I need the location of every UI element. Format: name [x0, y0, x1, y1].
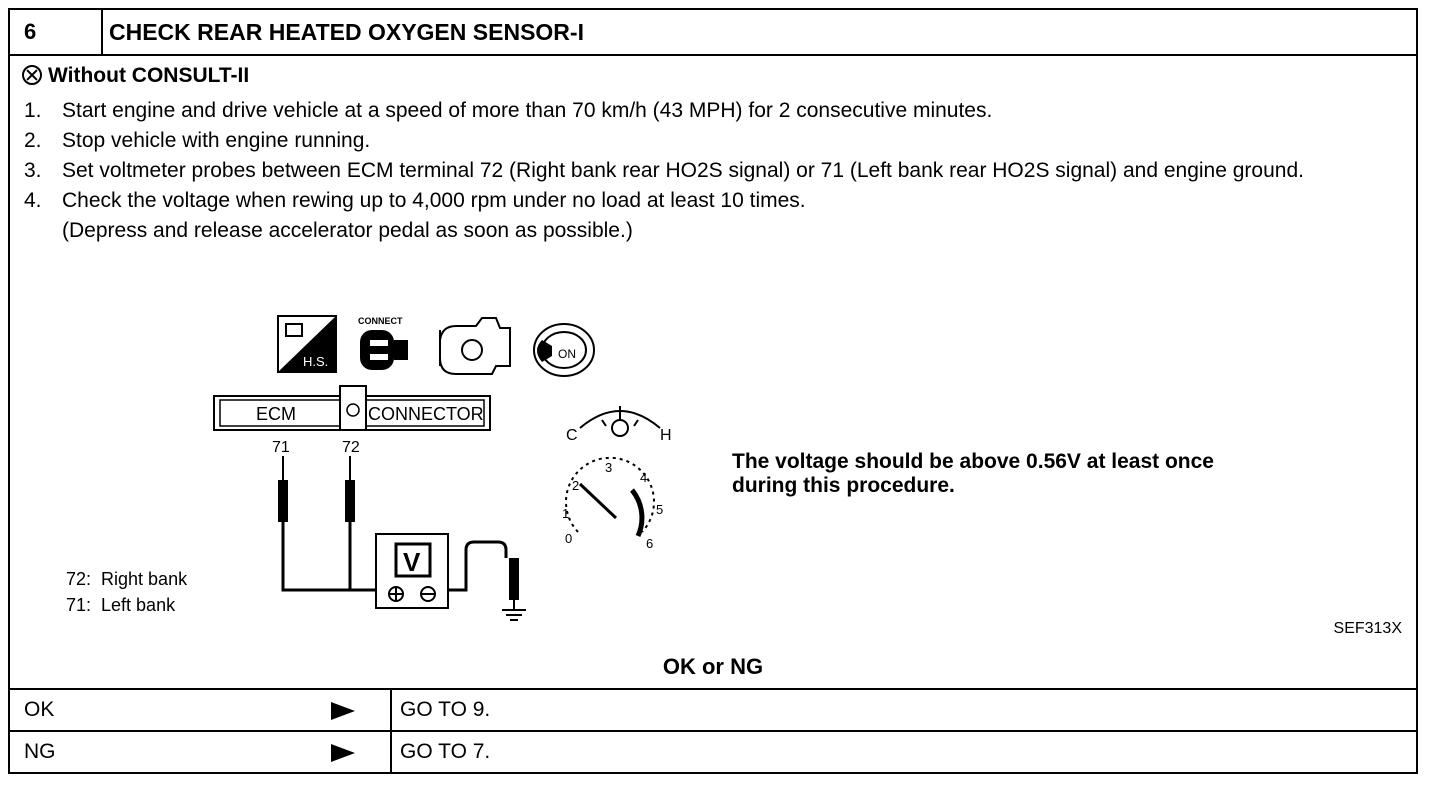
hs-icon: H.S.: [277, 315, 337, 373]
legend-item: 71: Left bank: [66, 595, 176, 615]
step-list: 1. Start engine and drive vehicle at a sp…: [24, 96, 1414, 246]
mode-label: Without CONSULT-II: [48, 64, 250, 87]
ok-or-ng-question: OK or NG: [662, 654, 764, 679]
step-num: 4.: [24, 189, 42, 212]
voltmeter-label: V: [403, 547, 421, 577]
outcome-action: GO TO 9.: [400, 698, 491, 721]
voltmeter: V: [375, 533, 449, 609]
connect-icon: CONNECT: [358, 316, 408, 370]
outcome-result: NG: [24, 740, 56, 763]
tachometer-icon: 0 1 2 3 4 5 6: [562, 456, 663, 551]
tach-tick: 1: [562, 506, 569, 521]
step-num: 3.: [24, 159, 42, 182]
ground-symbol: [502, 558, 526, 621]
terminal-72-label: 72: [342, 439, 360, 456]
tach-tick: 4: [640, 470, 647, 485]
step-text: Start engine and drive vehicle at a spee…: [62, 99, 993, 122]
mode-heading: Without CONSULT-II: [22, 64, 249, 88]
temp-cold-label: C: [566, 427, 578, 444]
hs-label: H.S.: [303, 354, 328, 369]
terminal-legend: 72: Right bank 71: Left bank: [66, 566, 187, 618]
list-item: 2. Stop vehicle with engine running.: [24, 126, 1414, 156]
step-header: 6 CHECK REAR HEATED OXYGEN SENSOR-I: [10, 10, 1416, 56]
engine-icon: [439, 317, 511, 375]
tach-tick: 3: [605, 460, 612, 475]
step-title: CHECK REAR HEATED OXYGEN SENSOR-I: [109, 19, 584, 45]
step-number: 6: [10, 10, 103, 54]
outcome-action: GO TO 7.: [400, 740, 491, 763]
step-num: 2.: [24, 129, 42, 152]
ecm-label: ECM: [256, 404, 296, 424]
terminal-71-label: 71: [272, 439, 290, 456]
wiring-diagram: H.S. CONNECT ON ECM: [213, 315, 672, 621]
without-consult-icon: [22, 65, 42, 85]
figure-code: SEF313X: [1333, 620, 1402, 637]
tach-tick: 0: [565, 531, 572, 546]
step-num: 1.: [24, 99, 42, 122]
outcome-row-ng: NG GO TO 7.: [10, 730, 1416, 772]
outcome-result: OK: [24, 698, 55, 721]
outcome-row-ok: OK GO TO 9.: [10, 688, 1416, 730]
step-text: Check the voltage when rewing up to 4,00…: [62, 189, 806, 242]
column-divider: [390, 690, 392, 730]
ignition-key-icon: ON: [533, 323, 595, 377]
procedure-table: 6 CHECK REAR HEATED OXYGEN SENSOR-I With…: [8, 8, 1418, 774]
list-item: 1. Start engine and drive vehicle at a sp…: [24, 96, 1414, 126]
legend-item: 72: Right bank: [66, 569, 188, 589]
probe-wires: [278, 456, 508, 592]
step-text: Set voltmeter probes between ECM termina…: [62, 159, 1304, 182]
temp-hot-label: H: [660, 427, 672, 444]
arrow-right-icon: [331, 744, 355, 762]
ecm-connector: ECM CONNECTOR 71 72: [213, 385, 491, 456]
tach-tick: 6: [646, 536, 653, 551]
tach-tick: 5: [656, 502, 663, 517]
temperature-gauge-icon: C H: [566, 406, 672, 444]
connector-label: CONNECTOR: [368, 404, 484, 424]
list-item: 4. Check the voltage when rewing up to 4,…: [24, 186, 1414, 246]
list-item: 3. Set voltmeter probes between ECM termi…: [24, 156, 1414, 186]
connect-label: CONNECT: [358, 316, 403, 326]
result-text: The voltage should be above 0.56V at lea…: [732, 450, 1214, 497]
step-text: Stop vehicle with engine running.: [62, 129, 371, 152]
column-divider: [390, 732, 392, 772]
ign-on-label: ON: [558, 347, 576, 361]
arrow-right-icon: [331, 702, 355, 720]
tach-tick: 2: [572, 478, 579, 493]
